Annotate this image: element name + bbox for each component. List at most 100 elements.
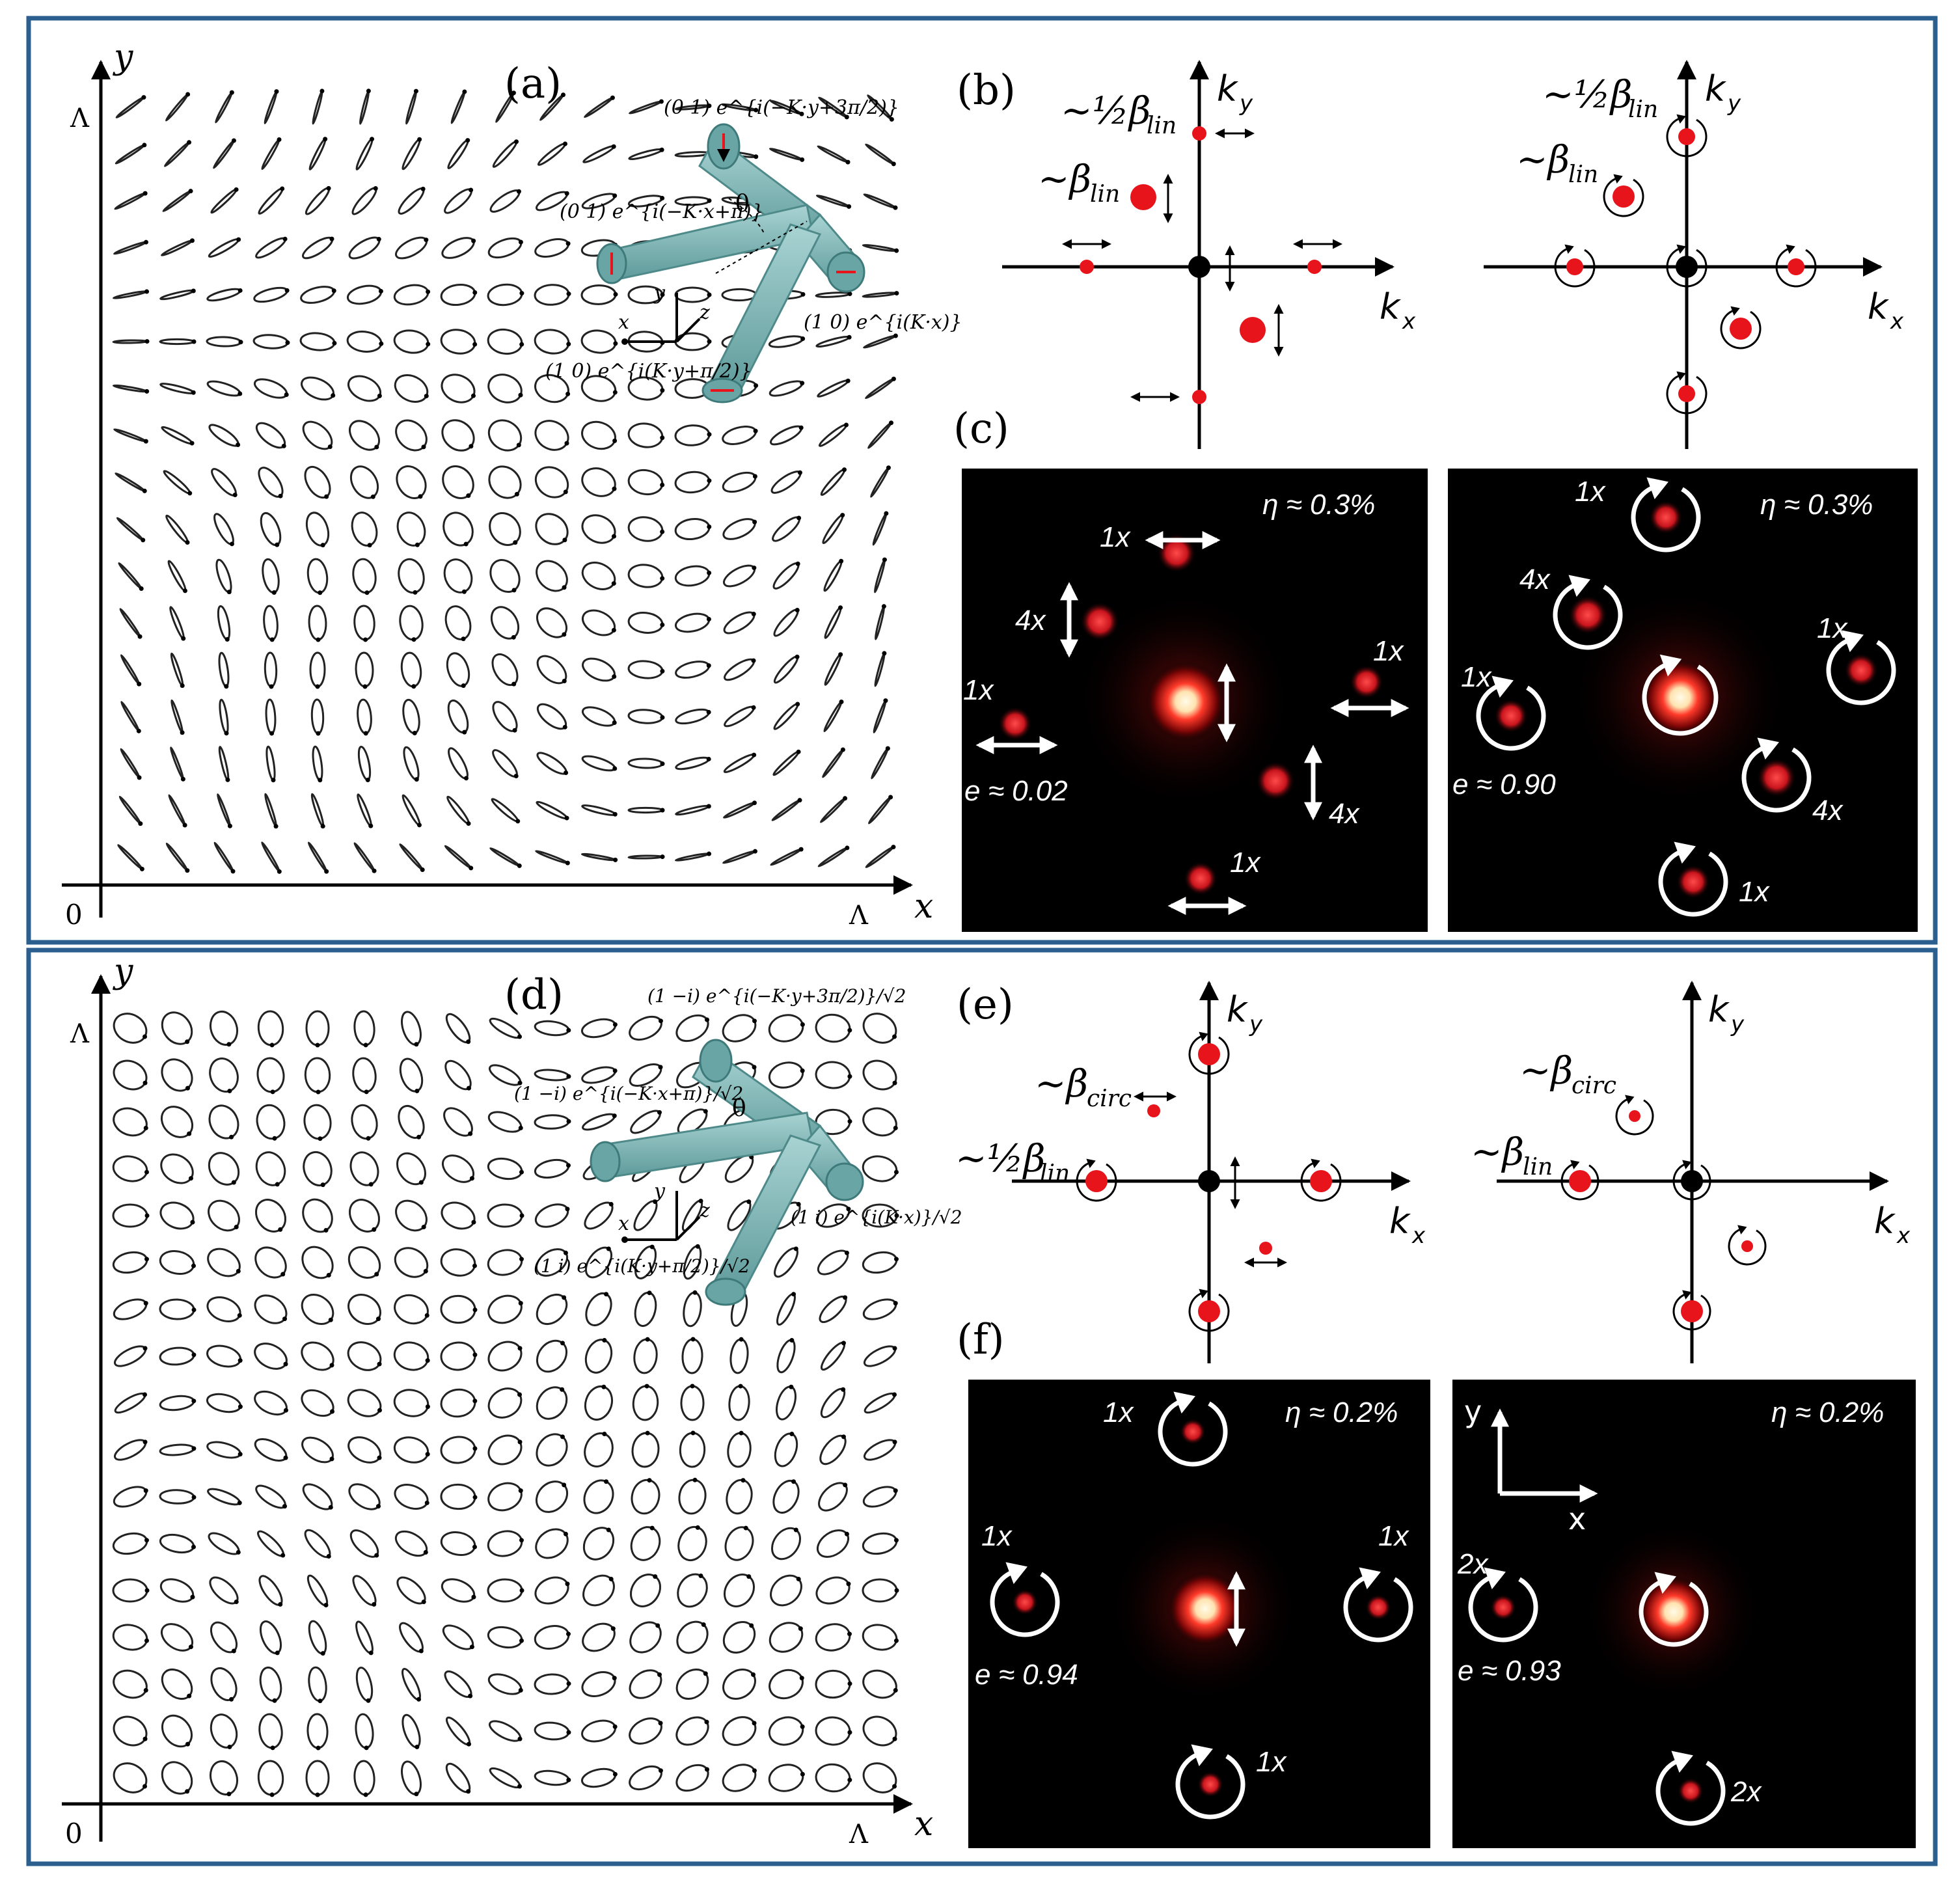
polarization-ellipse (768, 1716, 804, 1746)
svg-text:1x: 1x (1373, 635, 1404, 667)
polarization-ellipse (675, 1764, 709, 1792)
polarization-ellipse (348, 420, 381, 451)
polarization-ellipse (871, 747, 889, 780)
polarization-ellipse (864, 1392, 896, 1414)
polarization-ellipse (535, 850, 569, 864)
polarization-ellipse (768, 1061, 804, 1089)
f-left-image: 1x 1x 1x 1x η ≈ 0.2% e ≈ 0.94 (968, 1380, 1430, 1848)
beam-top-label-a: (0 1) e^{i(−K·y+3π/2)} (664, 96, 899, 119)
polarization-ellipse (722, 1764, 757, 1792)
polarization-ellipse (310, 793, 325, 828)
polarization-ellipse (489, 1767, 521, 1789)
polarization-ellipse (213, 513, 234, 545)
panel-tag-f: (f) (957, 1316, 1005, 1364)
polarization-ellipse (264, 651, 278, 688)
polarization-ellipse (252, 334, 289, 349)
polarization-ellipse (488, 1720, 522, 1742)
polarization-ellipse (163, 470, 191, 495)
polarization-ellipse (402, 1667, 421, 1701)
polarization-ellipse (675, 708, 710, 725)
polarization-ellipse (355, 1713, 374, 1749)
polarization-ellipse (395, 1199, 428, 1232)
svg-text:~½β: ~½β (1542, 72, 1632, 116)
y-axis-label-a: y (113, 38, 133, 77)
polarization-ellipse (308, 138, 327, 170)
polarization-ellipse (629, 1717, 662, 1745)
polarization-ellipse (487, 1294, 523, 1324)
polarization-ellipse (770, 848, 802, 866)
polarization-ellipse (865, 143, 895, 165)
polarization-ellipse (580, 1018, 617, 1039)
polarization-ellipse (396, 1152, 427, 1186)
polarization-ellipse (206, 380, 241, 397)
polarization-ellipse (118, 795, 142, 825)
polarization-ellipse (863, 1439, 897, 1461)
polarization-ellipse (116, 517, 144, 541)
polarization-ellipse (580, 852, 617, 862)
polarization-ellipse (819, 797, 847, 823)
polarization-ellipse (536, 560, 568, 592)
polarization-ellipse (487, 1249, 523, 1276)
polarization-ellipse (161, 239, 193, 256)
polarization-ellipse (627, 757, 664, 769)
polarization-ellipse (773, 655, 799, 684)
polarization-ellipse (260, 511, 282, 547)
polarization-ellipse (258, 1713, 283, 1749)
polarization-ellipse (580, 284, 617, 305)
svg-text:lin: lin (1090, 181, 1120, 208)
polarization-ellipse (815, 1763, 851, 1793)
polarization-ellipse (769, 147, 804, 161)
polarization-ellipse (679, 1432, 706, 1468)
polarization-ellipse (113, 1107, 148, 1137)
polarization-ellipse (159, 1250, 195, 1275)
polarization-ellipse (824, 653, 842, 686)
rotation-arrow (1343, 1574, 1413, 1643)
polarization-ellipse (580, 1767, 617, 1788)
polarization-ellipse (165, 514, 189, 544)
polarization-ellipse (347, 1246, 381, 1279)
polarization-ellipse (353, 842, 375, 872)
polarization-ellipse (536, 1433, 568, 1467)
polarization-ellipse (675, 1669, 709, 1700)
polarization-ellipse (348, 1483, 381, 1510)
polarization-ellipse (862, 1155, 898, 1182)
polarization-ellipse (300, 286, 335, 304)
polarization-ellipse (534, 1576, 569, 1605)
polarization-ellipse (169, 746, 185, 780)
svg-text:1x: 1x (963, 674, 994, 706)
polarization-ellipse (872, 512, 888, 546)
polarization-ellipse (394, 374, 429, 403)
rotation-arrow (1720, 309, 1762, 349)
polarization-ellipse (815, 335, 851, 348)
polarization-ellipse (633, 1338, 658, 1374)
polarization-ellipse (488, 465, 522, 499)
polarization-ellipse (254, 1294, 288, 1324)
e-f-right: e ≈ 0.93 (1458, 1655, 1561, 1687)
polarization-ellipse (255, 1151, 286, 1186)
panel-tag-e: (e) (957, 981, 1014, 1029)
polarization-ellipse (440, 1483, 476, 1510)
polarization-ellipse (441, 419, 475, 452)
polarization-ellipse (395, 419, 428, 452)
polarization-ellipse (585, 1292, 612, 1326)
polarization-ellipse (254, 1343, 288, 1370)
polarization-ellipse (443, 558, 473, 593)
polarization-ellipse (402, 698, 420, 735)
polarization-ellipse (396, 511, 426, 547)
polarization-ellipse (208, 238, 240, 258)
polarization-ellipse (440, 1294, 476, 1324)
polarization-ellipse (722, 1716, 757, 1746)
polarization-ellipse (265, 745, 276, 782)
polarization-ellipse (261, 841, 280, 873)
svg-text:x: x (1402, 308, 1416, 334)
polarization-ellipse (724, 1526, 754, 1561)
polarization-ellipse (393, 1389, 429, 1417)
polarization-ellipse (167, 560, 187, 592)
polarization-ellipse (768, 1014, 804, 1043)
polarization-ellipse (306, 558, 329, 594)
polarization-ellipse (580, 329, 617, 354)
polarization-ellipse (627, 660, 664, 679)
polarization-ellipse (440, 1436, 476, 1464)
polarization-ellipse (212, 139, 236, 169)
polarization-ellipse (487, 1578, 523, 1603)
